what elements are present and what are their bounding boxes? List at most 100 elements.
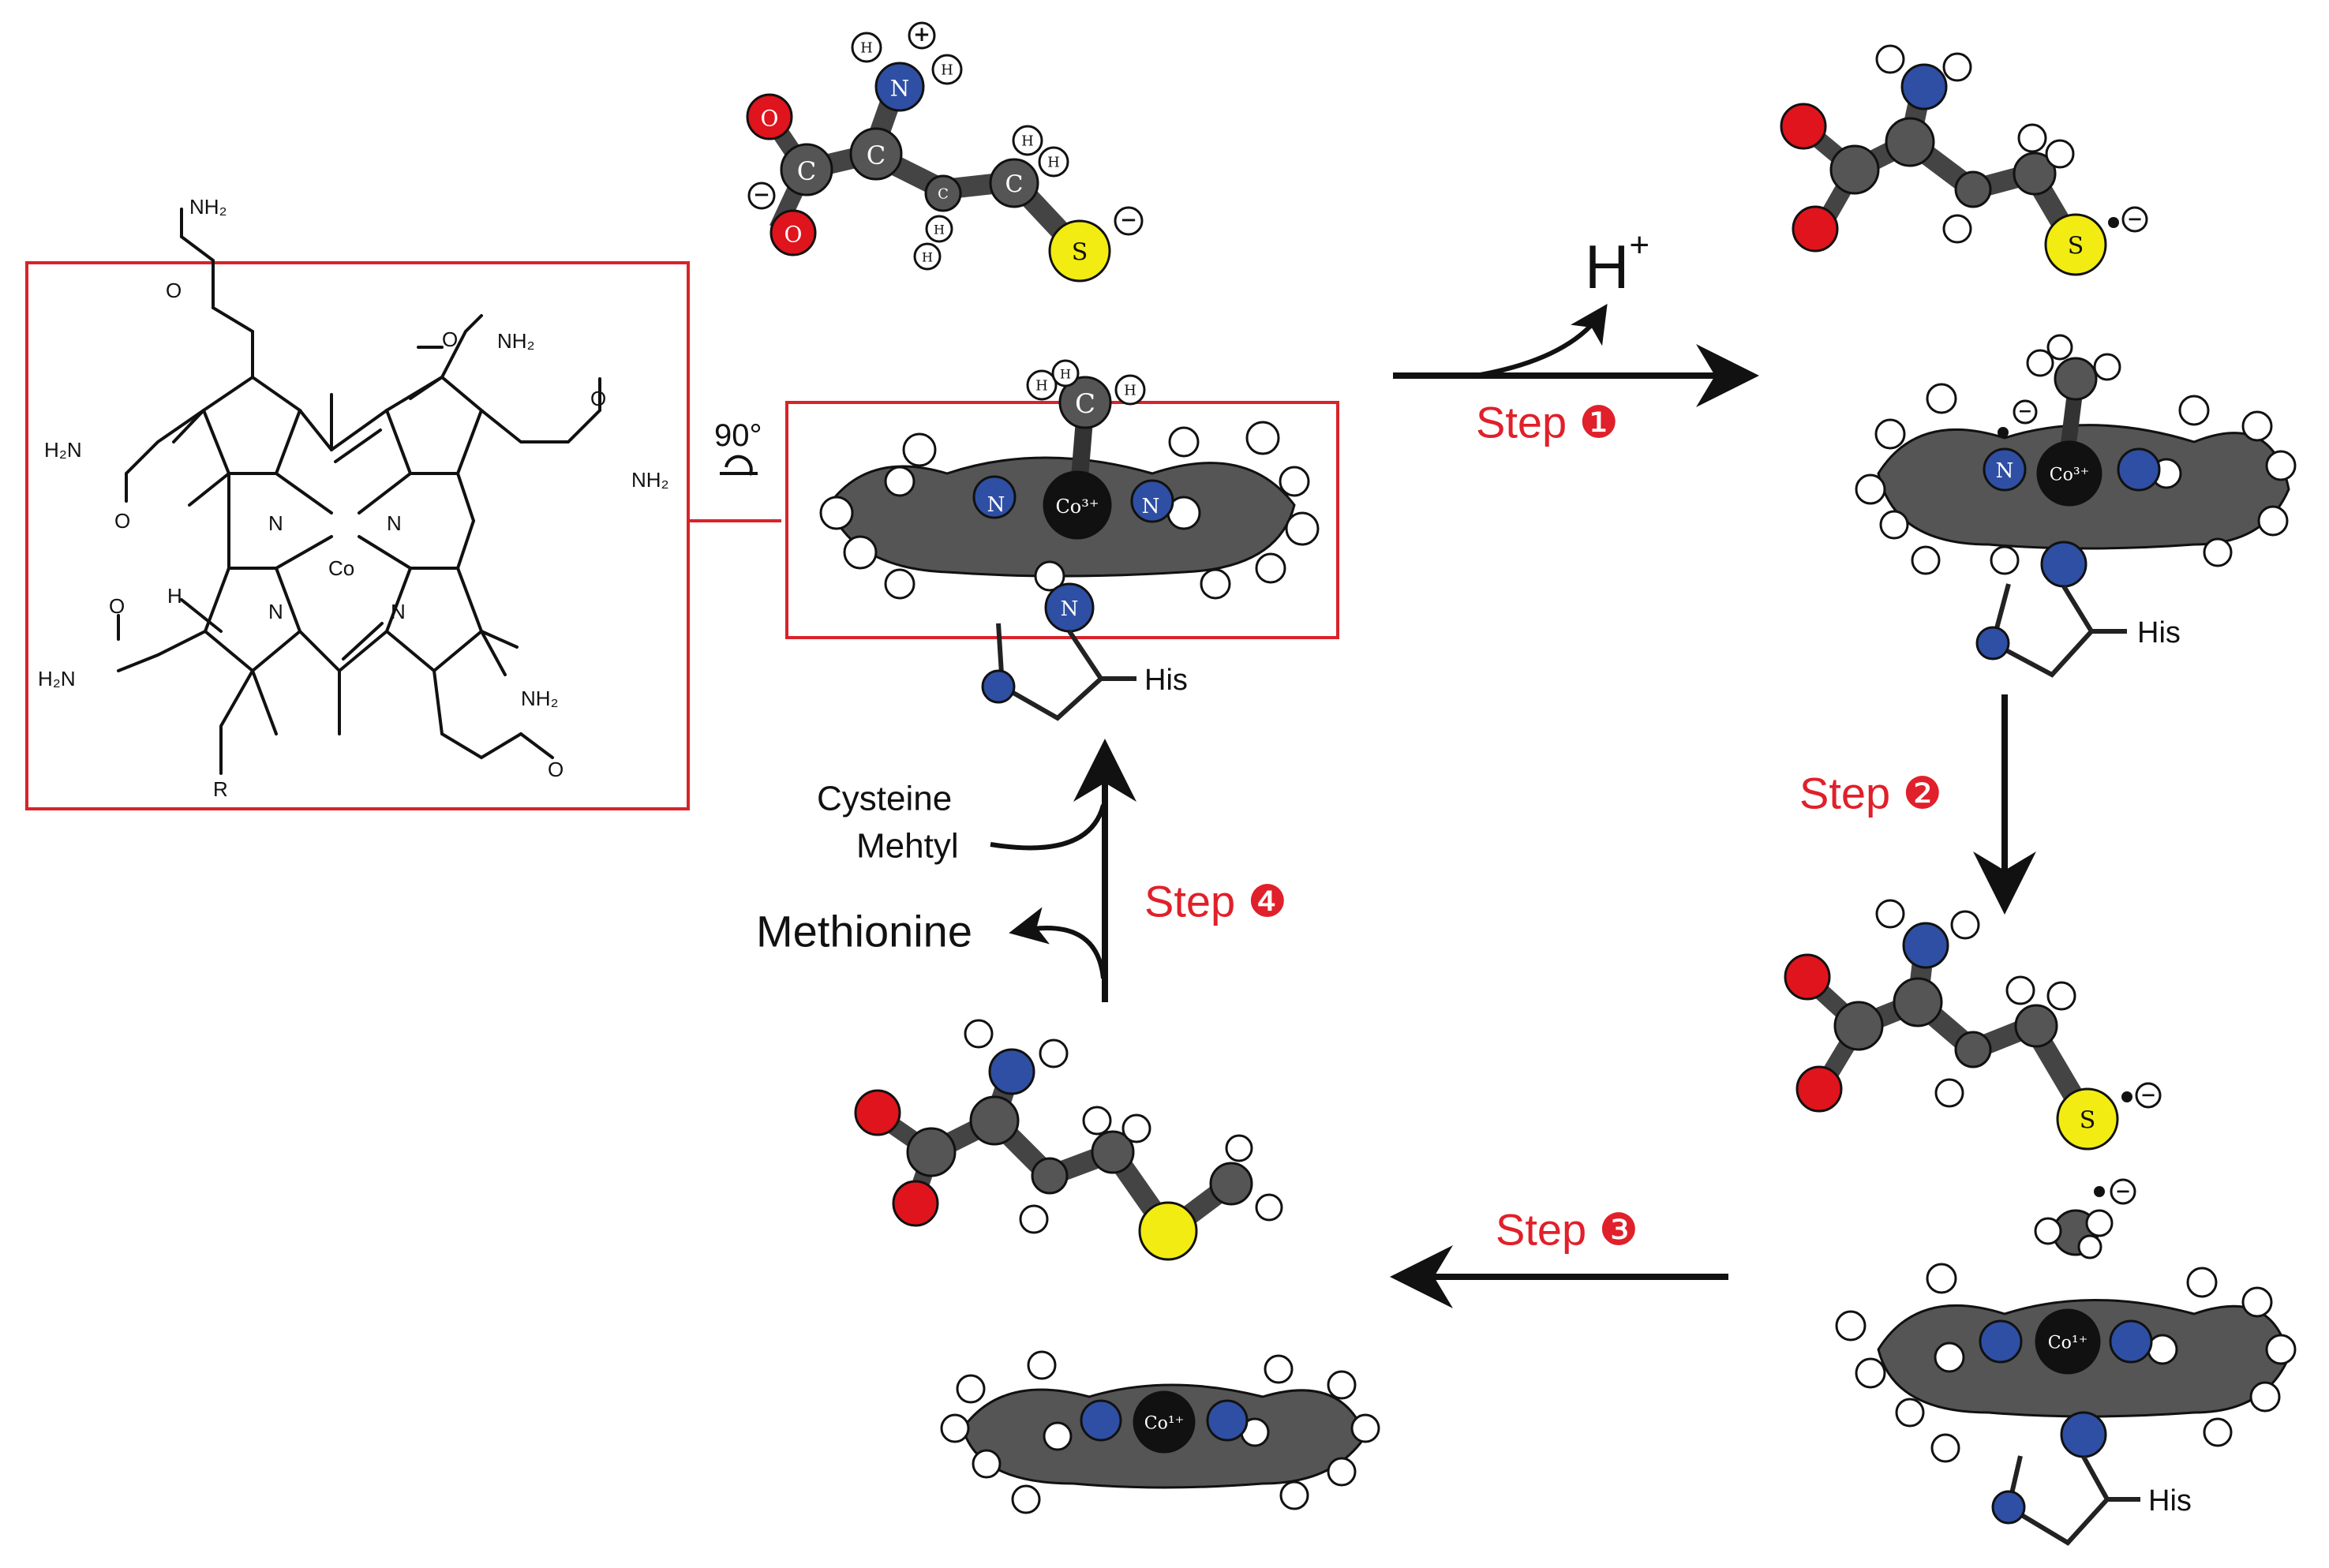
cysteine-entry-arrow — [990, 804, 1106, 851]
his-label: His — [1144, 664, 1188, 697]
methionine-label: Methionine — [756, 907, 972, 956]
hydrogen-atom — [2045, 139, 2075, 169]
nitrogen-label: N — [890, 76, 910, 102]
hydrogen-label: H — [1047, 155, 1060, 171]
hydrogen-atom — [1875, 899, 1905, 929]
hydrogen-atom — [1225, 1134, 1253, 1162]
minus-charge-icon — [2121, 206, 2148, 233]
oxygen-atom — [892, 1180, 939, 1227]
nitrogen-label-1: N — [268, 511, 283, 535]
carbon-atom — [1954, 170, 1992, 208]
sulfur-atom — [2044, 213, 2107, 276]
hydrogen-atom — [2026, 349, 2054, 377]
oxygen-atom — [1795, 1065, 1843, 1113]
his-nitrogen-atom — [2040, 541, 2087, 588]
nh2-upper-right-label: NH₂ — [497, 329, 535, 353]
sulfur-atom — [1048, 219, 1111, 283]
sulfur-label: S — [1072, 239, 1088, 267]
carbon-label: C — [797, 156, 816, 186]
methyl-hydrogen-label: H — [1035, 378, 1048, 395]
hydrogen-atom — [925, 215, 953, 243]
histidine-ring — [996, 623, 1104, 721]
nitrogen-label-3: N — [268, 600, 283, 623]
methyl-hydrogen-atom — [1114, 374, 1146, 406]
radical-dot-icon — [1998, 427, 2009, 438]
nh2-lower-label: NH₂ — [521, 687, 559, 710]
hydrogen-atom — [2005, 975, 2035, 1005]
amine-hydrogen-atom — [851, 32, 882, 63]
rotation-angle-label: 90° — [714, 418, 762, 453]
minus-charge-icon — [1114, 206, 1144, 236]
beta-carbon-atom — [924, 174, 962, 212]
methyl-carbon-atom — [2054, 357, 2098, 401]
minus-charge-label: − — [753, 183, 770, 207]
radical-dot-icon — [2108, 217, 2119, 228]
oxygen-label: O — [784, 222, 803, 248]
r-group-label: R — [213, 777, 228, 801]
his-ring-nitrogen-atom — [1991, 1490, 2026, 1525]
hydrogen-atom — [1082, 1106, 1112, 1136]
cobalt-atom — [1133, 1390, 1196, 1454]
hydrogen-atom — [2093, 353, 2121, 381]
oxygen-label-5: O — [109, 594, 125, 618]
carboxyl-carbon-atom — [780, 143, 833, 196]
hydrogen-atom — [964, 1019, 994, 1049]
nitrogen-label: N — [1996, 459, 2014, 483]
methyl-radical: − — [2034, 1178, 2136, 1259]
methionine-molecule — [854, 1019, 1283, 1261]
radical-dot-icon — [2094, 1186, 2105, 1197]
step-2-label: Step ❷ — [1799, 769, 1942, 818]
hydrogen-atom — [1934, 1078, 1964, 1108]
amine-nitrogen-atom — [874, 62, 925, 112]
step-2-group: Step ❷ — [1799, 694, 2036, 915]
step-3-label: Step ❸ — [1496, 1205, 1638, 1255]
oxygen-atom — [1792, 205, 1839, 253]
nitrogen-label-4: N — [391, 600, 406, 623]
hydrogen-atom — [2034, 1217, 2062, 1245]
methyl-hydrogen-atom — [1026, 369, 1058, 401]
nitrogen-atom — [1983, 447, 2027, 492]
minus-charge-label: − — [2127, 208, 2143, 230]
hydrogen-label: H — [922, 250, 933, 265]
his-nitrogen-atom — [2060, 1411, 2107, 1458]
hydrogen-atom — [1875, 44, 1905, 74]
oxygen-atom — [854, 1089, 901, 1136]
cobalt-label: Co — [328, 556, 354, 580]
cysteine-radical-molecule: S − — [1780, 44, 2148, 276]
carbon-label: C — [938, 186, 949, 203]
hydrogen-label: H — [934, 223, 945, 238]
histidine-ring — [2005, 1455, 2110, 1546]
carbon-atom — [1893, 977, 1943, 1027]
oxygen-label-2: O — [442, 327, 458, 351]
carbon-atom — [2013, 152, 2057, 196]
methyl-carbon-atom — [1058, 376, 1112, 429]
step-1-label: Step ❶ — [1476, 398, 1619, 447]
hydrogen-label: H — [941, 62, 953, 79]
amine-hydrogen-atom — [931, 54, 963, 85]
his-label: His — [2137, 616, 2181, 649]
hydrogen-atom — [2046, 334, 2073, 361]
step-4-label: Step ❹ — [1144, 877, 1287, 926]
histidine-ring — [1990, 583, 2095, 678]
oxygen-atom — [769, 209, 817, 256]
nitrogen-atom — [972, 475, 1017, 519]
cobalt-atom — [1043, 470, 1112, 540]
cobalt-atom — [2036, 440, 2102, 507]
nitrogen-atom — [988, 1048, 1035, 1095]
minus-charge-label: − — [2018, 401, 2032, 421]
carbon-atom — [1829, 144, 1880, 195]
hydrogen-atom — [1950, 910, 1980, 940]
cobalt-label: Co³⁺ — [1055, 496, 1099, 518]
carbon-atom — [2014, 1004, 2058, 1048]
ring-hydrogens — [1835, 1263, 2297, 1463]
nitrogen-label: N — [1142, 495, 1160, 518]
ring-hydrogens — [819, 421, 1320, 600]
oxygen-label: O — [761, 106, 779, 132]
nitrogen-label: N — [987, 493, 1005, 517]
nitrogen-atom — [1206, 1399, 1249, 1442]
nitrogen-atom — [2117, 447, 2161, 492]
hydrogen-label: H — [167, 584, 182, 608]
plus-charge-label: + — [913, 23, 930, 47]
cysteine-thiolate-molecule: O O C C N H H + − C H H C H H S − — [746, 21, 1144, 283]
